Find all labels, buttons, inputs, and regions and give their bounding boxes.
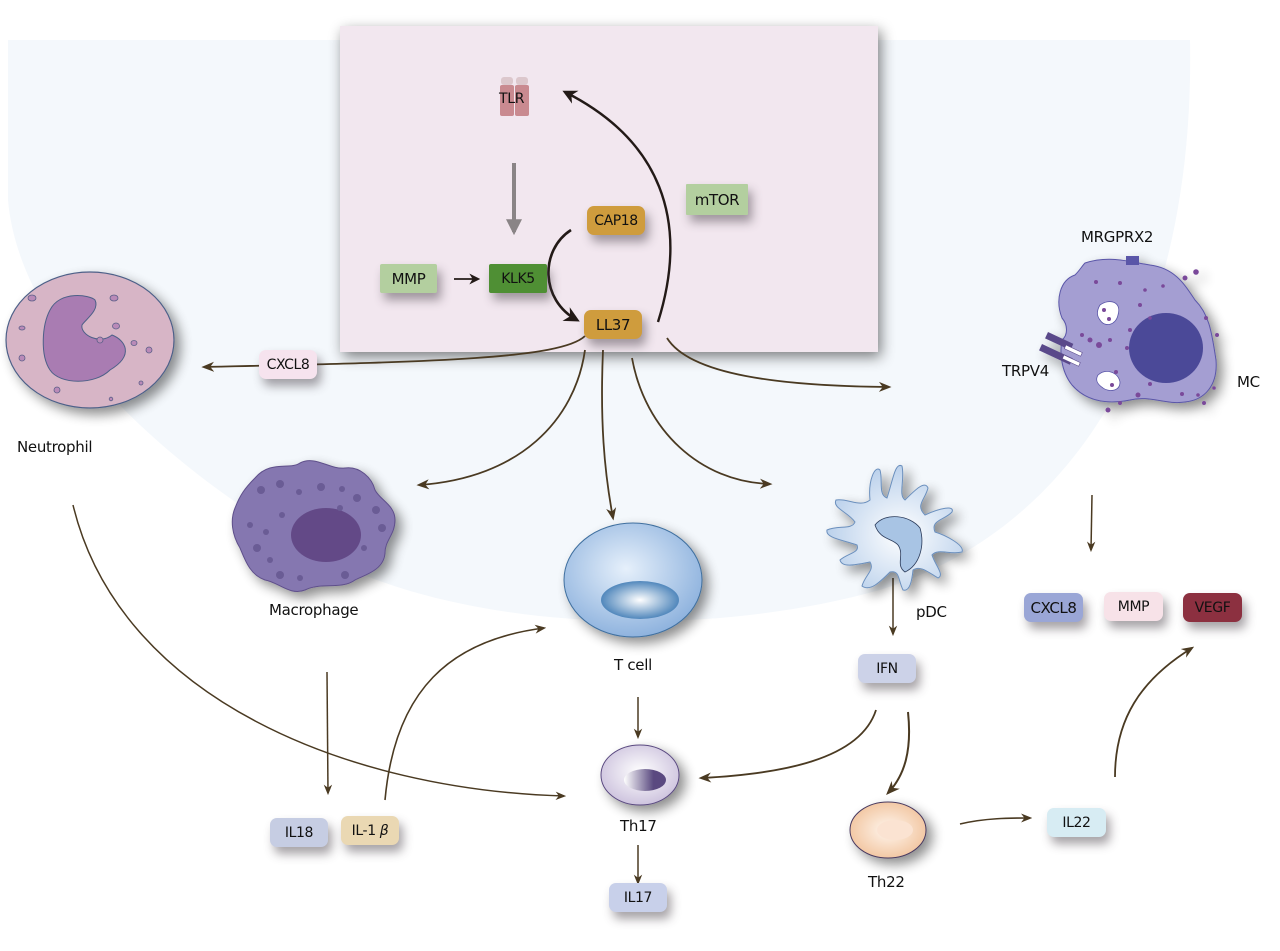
tlr-receptor-icon <box>500 77 529 116</box>
pdc-label: pDC <box>916 603 947 621</box>
mast-cell-icon <box>1039 256 1219 413</box>
th22-to-il22-arrow <box>959 813 1033 825</box>
il1b-beta: β <box>379 822 389 839</box>
ll37-panel <box>340 26 878 352</box>
il1b-to-tcell-arrow <box>384 624 547 801</box>
mc-label: MC <box>1237 373 1260 391</box>
tcell-label: T cell <box>614 656 652 674</box>
ll37-to-mc-arrow <box>666 337 892 392</box>
il1b-node: IL-1 β <box>341 816 399 845</box>
vegf-node: VEGF <box>1183 593 1242 622</box>
th17-cell-icon <box>600 744 680 806</box>
pdc-cell-icon <box>826 464 963 591</box>
ifn-node: IFN <box>858 654 916 683</box>
neutrophil-label: Neutrophil <box>17 438 93 456</box>
mmp-node: MMP <box>380 264 437 293</box>
neutrophil-cell-icon <box>5 271 175 409</box>
mmp-mc-node: MMP <box>1104 592 1163 621</box>
ll37-node: LL37 <box>584 310 642 339</box>
il22-node: IL22 <box>1047 808 1106 837</box>
t-cell-icon <box>563 522 703 638</box>
macrophage-label: Macrophage <box>269 601 359 619</box>
cap18-node: CAP18 <box>587 206 645 235</box>
trpv4-label: TRPV4 <box>1002 362 1049 380</box>
klk5-node: KLK5 <box>489 264 547 293</box>
macrophage-cell-icon <box>231 460 396 592</box>
th22-cell-icon <box>849 801 927 859</box>
mc-to-mediators-arrow <box>1086 494 1096 553</box>
cap18-to-ll37-arrow <box>547 228 580 322</box>
il22-to-vegf-arrow <box>1114 646 1195 778</box>
th17-label: Th17 <box>620 817 657 835</box>
cxcl8-neutrophil-node: CXCL8 <box>259 350 317 379</box>
il18-node: IL18 <box>270 818 328 847</box>
il17-node: IL17 <box>609 883 667 912</box>
mtor-node: mTOR <box>686 184 748 215</box>
ifn-to-th17-arrow <box>698 709 877 783</box>
cxcl8-mc-node: CXCL8 <box>1024 593 1083 622</box>
ifn-to-th22-arrow <box>886 711 911 796</box>
ll37-to-tlr-arrow <box>562 90 672 323</box>
il1b-prefix: IL-1 <box>351 822 376 839</box>
macrophage-to-il-arrow <box>323 671 333 796</box>
neutrophil-to-th17-arrow <box>72 504 567 800</box>
th22-label: Th22 <box>868 873 905 891</box>
mrgprx2-label: MRGPRX2 <box>1081 228 1154 246</box>
ll37-to-pdc-arrow <box>631 357 773 489</box>
tlr-label: TLR <box>499 91 525 107</box>
ll37-to-tcell-arrow <box>601 349 617 521</box>
ll37-to-macrophage-arrow <box>416 349 586 490</box>
